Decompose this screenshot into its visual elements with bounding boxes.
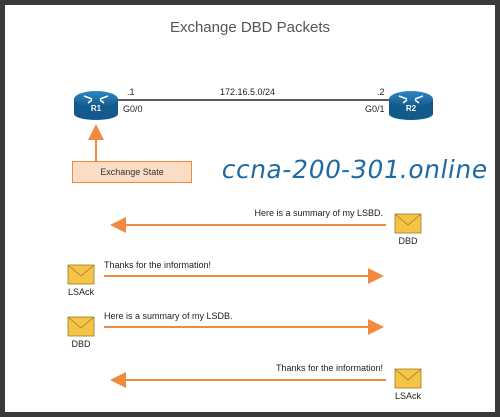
- router-r2-name: R2: [405, 104, 417, 113]
- packet-label-4: LSAck: [394, 391, 421, 401]
- message-text-3: Here is a summary of my LSDB.: [104, 311, 233, 321]
- packet-label-3: DBD: [71, 339, 91, 349]
- envelope-icon: [394, 213, 422, 234]
- diagram-canvas: [5, 5, 495, 412]
- envelope-icon: [67, 264, 95, 285]
- envelope-icon: [67, 316, 95, 337]
- message-text-1: Here is a summary of my LSBD.: [254, 208, 383, 218]
- r2-host-label: .2: [377, 87, 385, 97]
- router-r1-name: R1: [90, 104, 102, 113]
- diagram-title: Exchange DBD Packets: [169, 19, 331, 36]
- router-r1-icon[interactable]: [74, 91, 118, 120]
- packet-label-2: LSAck: [67, 287, 94, 297]
- exchange-state-box: Exchange State: [72, 161, 192, 183]
- message-text-2: Thanks for the information!: [104, 260, 212, 270]
- watermark-text: ccna-200-301.online: [219, 155, 491, 184]
- r1-interface-label: G0/0: [123, 104, 143, 114]
- link-network-label: 172.16.5.0/24: [220, 87, 276, 97]
- r1-host-label: .1: [127, 87, 135, 97]
- router-r2-icon[interactable]: [389, 91, 433, 120]
- message-text-4: Thanks for the information!: [275, 363, 383, 373]
- r2-interface-label: G0/1: [365, 104, 385, 114]
- packet-label-1: DBD: [398, 236, 418, 246]
- envelope-icon: [394, 368, 422, 389]
